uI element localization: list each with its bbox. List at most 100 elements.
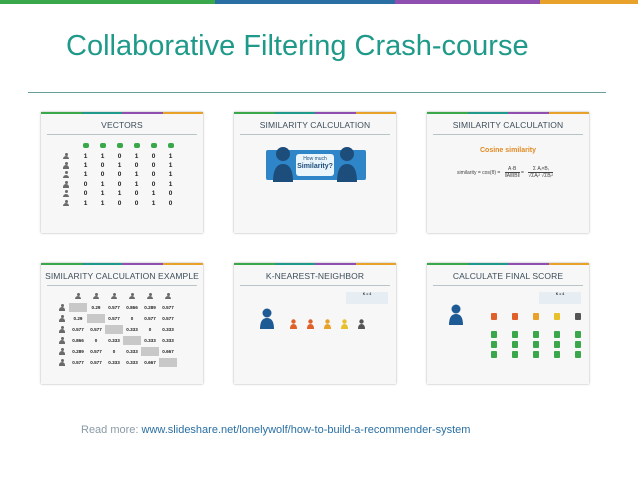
user-icon xyxy=(59,359,65,366)
card-title: VECTORS xyxy=(101,120,143,130)
device-icon xyxy=(99,143,106,149)
score-row xyxy=(491,351,581,358)
vector-cell: 0 xyxy=(151,171,156,179)
vector-cell: 1 xyxy=(168,180,173,188)
neighbor-icon xyxy=(324,319,331,329)
vector-cell: 1 xyxy=(100,180,105,188)
person-left-icon xyxy=(273,147,293,182)
person-right-icon xyxy=(337,147,357,182)
user-icon xyxy=(75,292,81,300)
similarity-cell: 0.289 xyxy=(144,305,156,310)
card-title: SIMILARITY CALCULATION xyxy=(259,120,371,130)
similarity-cell xyxy=(141,347,159,356)
neighbors-row xyxy=(491,313,581,320)
score-row xyxy=(491,341,581,348)
vector-cell: 0 xyxy=(117,171,122,179)
read-more-link[interactable]: www.slideshare.net/lonelywolf/how-to-bui… xyxy=(141,424,471,436)
user-icon xyxy=(63,190,69,198)
user-icon xyxy=(63,161,69,169)
title-divider xyxy=(28,92,606,93)
vector-cell: 0 xyxy=(83,180,88,188)
k-value-box: K = 4 xyxy=(346,292,388,304)
vector-cell: 0 xyxy=(134,199,139,207)
similarity-cell: 0.577 xyxy=(162,316,174,321)
vector-cell: 1 xyxy=(100,199,105,207)
vector-cell: 1 xyxy=(100,190,105,198)
similarity-cell: 0.289 xyxy=(72,349,84,354)
similarity-cell: 0.577 xyxy=(90,360,102,365)
vector-cell: 0 xyxy=(134,190,139,198)
device-icon xyxy=(150,143,157,149)
vector-cell: 0 xyxy=(117,152,122,160)
device-icon xyxy=(133,143,140,149)
similarity-cell: 0.333 xyxy=(162,338,174,343)
similarity-cell: 0.333 xyxy=(126,360,138,365)
vector-cell: 1 xyxy=(117,190,122,198)
thumbnail-cosine[interactable]: SIMILARITY CALCULATION Cosine similarity… xyxy=(427,112,589,233)
read-more-footer: Read more: www.slideshare.net/lonelywolf… xyxy=(81,424,470,436)
similarity-matrix: 0.29 0.577 0.866 0.289 0.577 0.29 0.577 0 0.577 0… xyxy=(55,291,177,368)
similarity-cell: 0.577 xyxy=(90,349,102,354)
user-icon xyxy=(59,348,65,355)
target-user-icon xyxy=(449,304,463,325)
vector-cell: 0 xyxy=(168,199,173,207)
similarity-cell: 0.333 xyxy=(162,327,174,332)
similarity-cell: 0.866 xyxy=(72,338,84,343)
similarity-cell: 0 xyxy=(148,327,152,332)
card-title: SIMILARITY CALCULATION EXAMPLE xyxy=(45,271,199,281)
device-icon xyxy=(116,143,123,149)
top-color-bar xyxy=(0,0,638,4)
thumbnail-knn[interactable]: K-NEAREST-NEIGHBOR K = 4 xyxy=(234,263,396,384)
score-row xyxy=(491,331,581,338)
user-icon xyxy=(147,292,153,300)
vector-cell: 1 xyxy=(151,199,156,207)
vector-cell: 0 xyxy=(117,180,122,188)
neighbor-icon xyxy=(341,319,348,329)
neighbor-icon xyxy=(307,319,314,329)
similarity-cell: 0.29 xyxy=(91,305,101,310)
similarity-cell xyxy=(69,303,87,312)
vector-cell: 1 xyxy=(168,161,173,169)
vector-cell: 1 xyxy=(134,152,139,160)
similarity-cell: 0.577 xyxy=(108,305,120,310)
thumbnail-similarity-example[interactable]: SIMILARITY CALCULATION EXAMPLE 0.29 0.577… xyxy=(41,263,203,384)
similarity-cell: 0.577 xyxy=(162,305,174,310)
vector-cell: 1 xyxy=(83,161,88,169)
similarity-cell: 0 xyxy=(130,316,134,321)
user-icon xyxy=(63,171,69,179)
cosine-formula: similarity = cos(θ) = A·B‖A‖‖B‖ = Σ Aᵢ×B… xyxy=(457,166,554,179)
user-icon xyxy=(59,304,65,311)
user-icon xyxy=(93,292,99,300)
similarity-cell: 0.667 xyxy=(162,349,174,354)
vector-cell: 1 xyxy=(134,180,139,188)
vector-cell: 0 xyxy=(83,190,88,198)
neighbor-icon xyxy=(290,319,297,329)
vector-cell: 1 xyxy=(83,152,88,160)
cosine-heading: Cosine similarity xyxy=(479,147,537,154)
vector-cell: 1 xyxy=(151,190,156,198)
similarity-cell xyxy=(123,336,141,345)
user-icon xyxy=(63,199,69,207)
similarity-cell: 0.333 xyxy=(126,349,138,354)
similarity-cell: 0.866 xyxy=(126,305,138,310)
similarity-cell: 0.29 xyxy=(73,316,83,321)
similarity-cell xyxy=(105,325,123,334)
vector-cell: 0 xyxy=(117,199,122,207)
user-icon xyxy=(59,326,65,333)
user-icon xyxy=(59,315,65,322)
user-icon xyxy=(129,292,135,300)
similarity-cell: 0.333 xyxy=(108,338,120,343)
vector-cell: 0 xyxy=(168,190,173,198)
similarity-cell: 0.333 xyxy=(144,338,156,343)
vector-cell: 0 xyxy=(151,180,156,188)
similarity-cell: 0 xyxy=(94,338,98,343)
similarity-cell: 0.577 xyxy=(144,316,156,321)
vector-cell: 0 xyxy=(151,152,156,160)
similarity-cell: 0.333 xyxy=(126,327,138,332)
user-icon xyxy=(59,337,65,344)
device-icon xyxy=(167,143,174,149)
thumbnail-final-score[interactable]: CALCULATE FINAL SCORE K = 4 xyxy=(427,263,589,384)
similarity-cell xyxy=(87,314,105,323)
